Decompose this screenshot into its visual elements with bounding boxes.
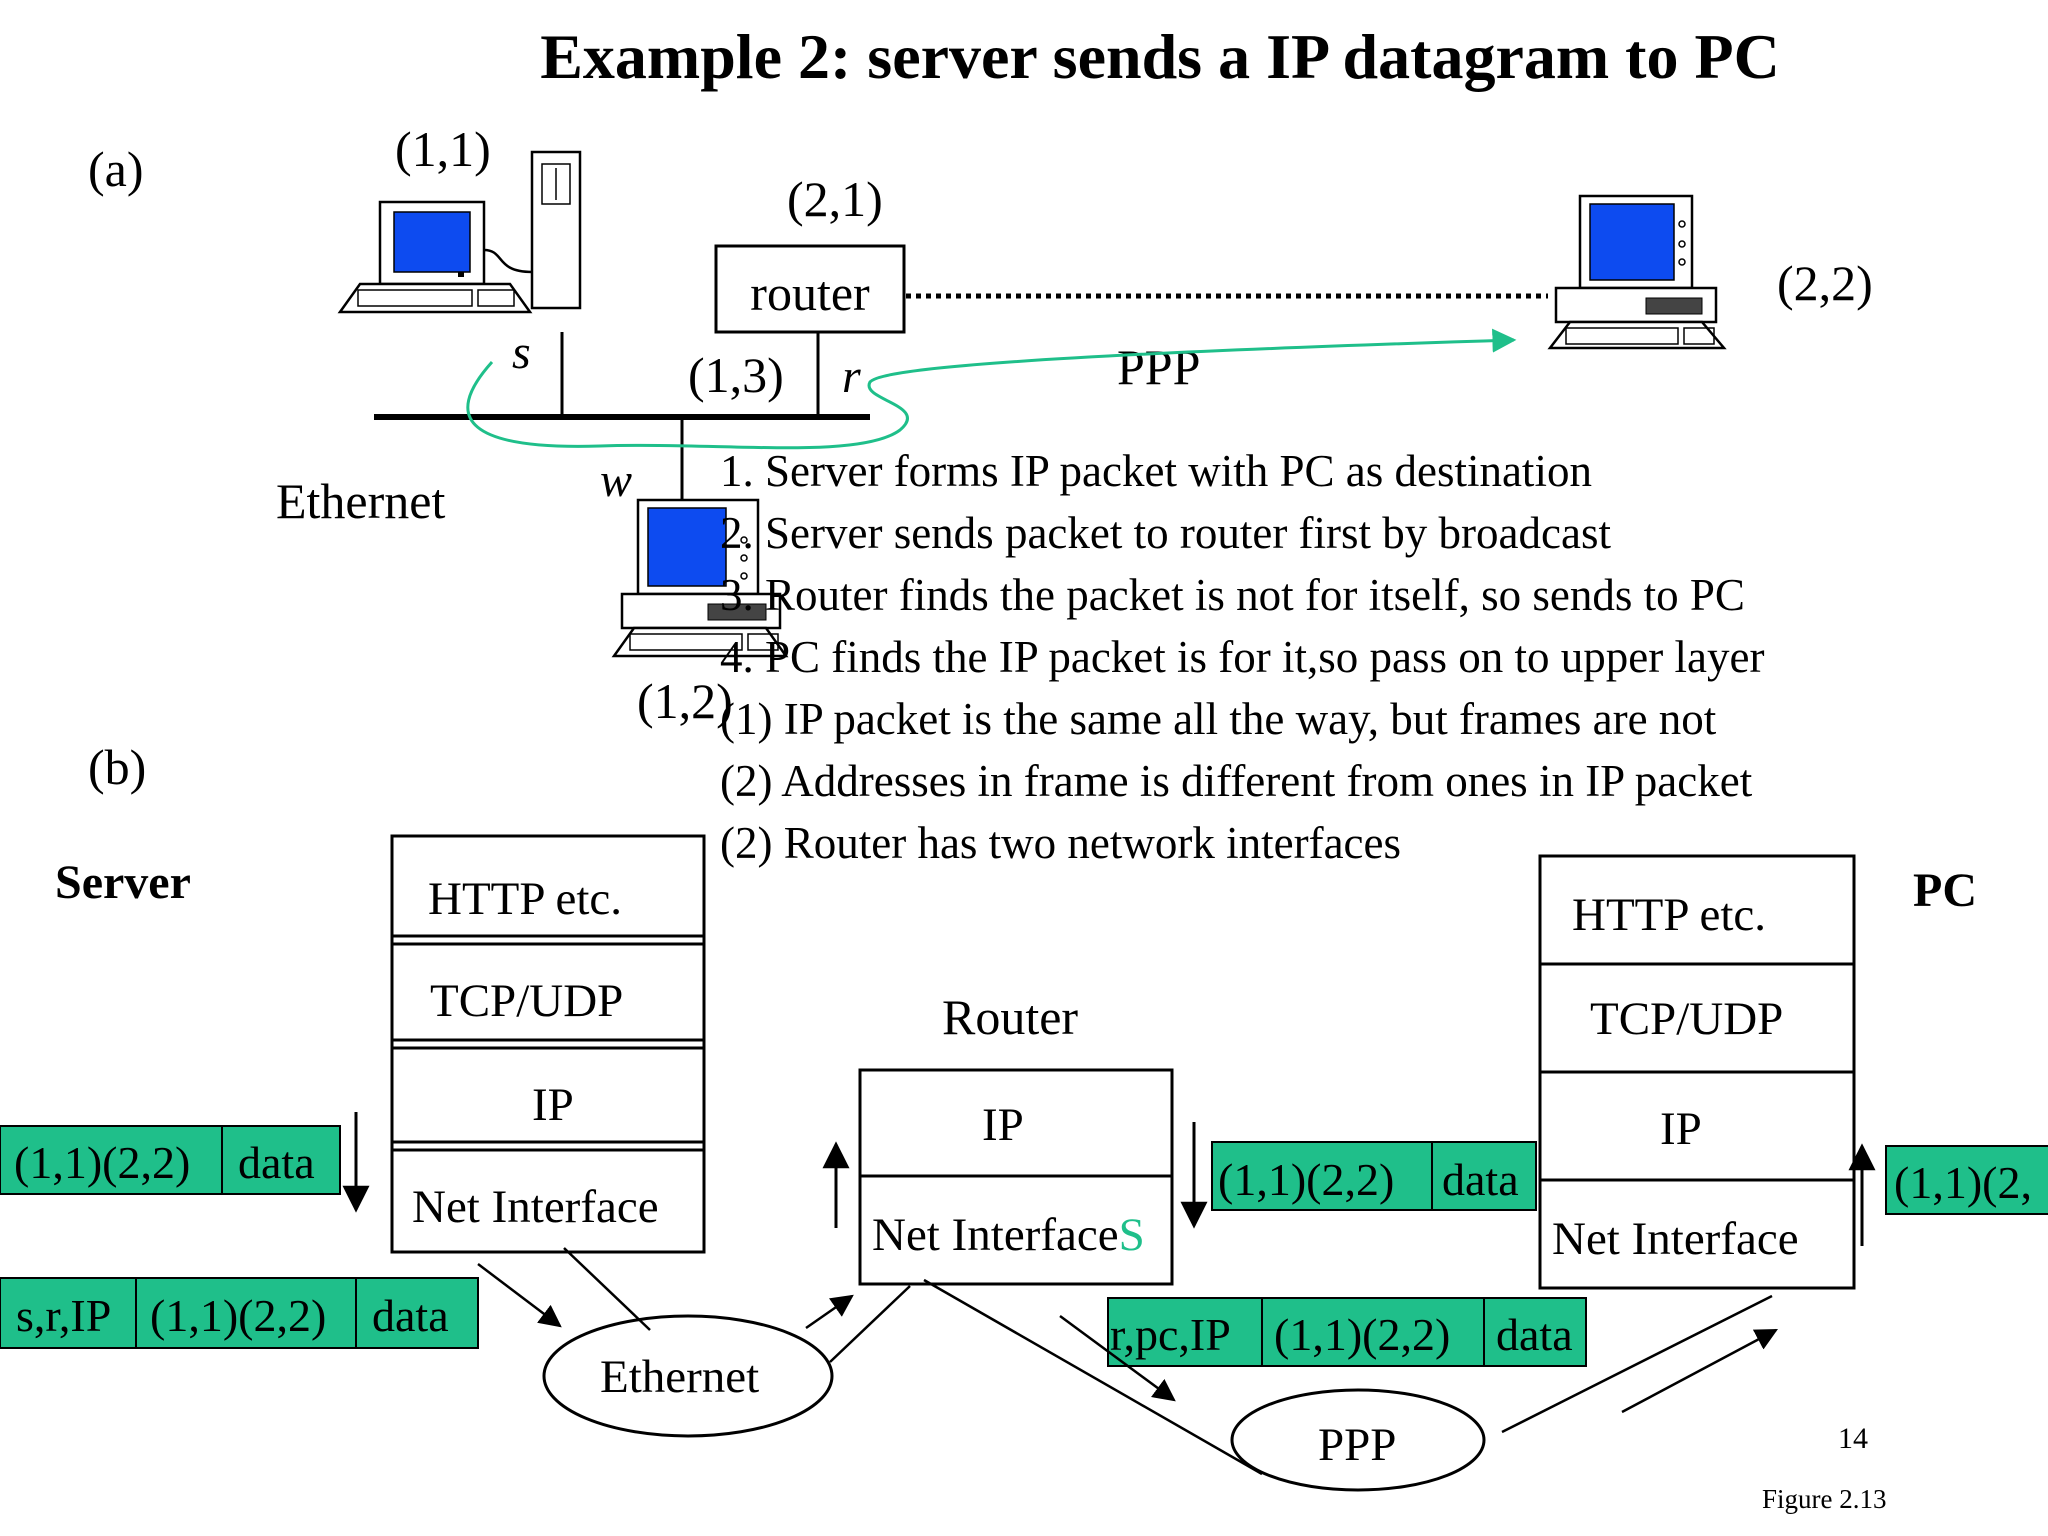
step-line: (2) Addresses in frame is different from… [720, 756, 1753, 806]
pc-ip-packet: (1,1)(2, [1885, 1145, 2048, 1215]
packet-field: r,pc,IP [1110, 1309, 1231, 1360]
router-box [714, 244, 906, 334]
router-label: router [750, 265, 870, 321]
page-number: 14 [1838, 1422, 1868, 1455]
pc-stack-label: PC [1913, 864, 1977, 917]
flow-arrow [477, 1263, 562, 1328]
packet-field: (1,1)(2,2) [150, 1290, 326, 1341]
packet-field: (1,1)(2,2) [14, 1137, 190, 1188]
ppp-oval-label: PPP [1318, 1419, 1396, 1471]
router-stack-label: Router [942, 989, 1078, 1045]
ethernet-label: Ethernet [276, 473, 445, 529]
host-computer-icon [611, 498, 789, 658]
packet-field: data [372, 1290, 449, 1341]
ppp-label: PPP [1117, 339, 1200, 395]
router-to-ppp-line [923, 1278, 1263, 1476]
step-line: 3. Router finds the packet is not for it… [720, 570, 1745, 620]
pc-computer-icon [1547, 194, 1727, 350]
step-line: 4. PC finds the IP packet is for it,so p… [720, 632, 1764, 682]
router-netif-layer: Net InterfaceS [872, 1209, 1145, 1261]
router-ethernet-address-label: (1,3) [688, 347, 784, 403]
step-line: 2. Server sends packet to router first b… [720, 508, 1611, 558]
step-line: 1. Server forms IP packet with PC as des… [720, 446, 1592, 496]
router-ppp-address-label: (2,1) [787, 171, 883, 227]
part-b-label: (b) [88, 739, 146, 795]
steps-list: 1. Server forms IP packet with PC as des… [720, 446, 1764, 868]
packet-field: data [1496, 1309, 1573, 1360]
pc-http-layer: HTTP etc. [1572, 889, 1766, 941]
ppp-oval [1230, 1388, 1486, 1492]
router-protocol-stack: IP Net InterfaceS [858, 1068, 1174, 1286]
pc-ip-layer: IP [1660, 1103, 1702, 1155]
server-stack-label: Server [55, 856, 191, 909]
router-ip-packet: (1,1)(2,2) data [1211, 1141, 1537, 1211]
router-netif-suffix: S [1119, 1209, 1145, 1261]
step-line: (1) IP packet is the same all the way, b… [720, 694, 1717, 744]
server-protocol-stack: HTTP etc. TCP/UDP IP Net Interface [390, 834, 706, 1254]
ethernet-to-router-line [829, 1285, 911, 1363]
server-address-label: (1,1) [395, 121, 491, 177]
packet-field: data [1442, 1154, 1519, 1205]
router-ip-layer: IP [982, 1099, 1024, 1151]
server-to-ethernet-line [563, 1247, 651, 1331]
ppp-to-pc-line [1501, 1294, 1773, 1434]
part-a-label: (a) [88, 141, 144, 197]
packet-field: (1,1)(2,2) [1274, 1309, 1450, 1360]
interface-w-label: w [600, 454, 632, 507]
server-tcpudp-layer: TCP/UDP [430, 975, 623, 1027]
interface-r-label: r [842, 350, 861, 403]
router-netif-text: Net Interface [872, 1209, 1119, 1261]
packet-field: (1,1)(2,2) [1218, 1154, 1394, 1205]
server-ethernet-frame: s,r,IP (1,1)(2,2) data [0, 1277, 479, 1349]
flow-arrow [1059, 1314, 1176, 1402]
server-ip-layer: IP [532, 1079, 574, 1131]
step-line: (2) Router has two network interfaces [720, 818, 1401, 868]
packet-field: data [238, 1137, 315, 1188]
server-http-layer: HTTP etc. [428, 873, 622, 925]
figure-label: Figure 2.13 [1762, 1484, 1887, 1514]
packet-field: s,r,IP [16, 1290, 111, 1341]
server-netif-layer: Net Interface [412, 1181, 659, 1233]
interface-s-label: s [512, 326, 531, 379]
pc-protocol-stack: HTTP etc. TCP/UDP IP Net Interface [1538, 854, 1856, 1290]
flow-arrow [805, 1294, 854, 1330]
router-ppp-frame: r,pc,IP (1,1)(2,2) data [1107, 1297, 1587, 1367]
pc-tcpudp-layer: TCP/UDP [1590, 993, 1783, 1045]
route-curve [466, 328, 1517, 450]
host-address-label: (1,2) [637, 673, 733, 729]
pc-netif-layer: Net Interface [1552, 1213, 1799, 1265]
ethernet-oval [542, 1314, 834, 1438]
flow-arrow [1621, 1328, 1778, 1414]
server-ip-packet: (1,1)(2,2) data [0, 1125, 341, 1195]
server-computer-icon [337, 150, 582, 314]
packet-field: (1,1)(2, [1894, 1157, 2032, 1208]
pc-address-label: (2,2) [1777, 255, 1873, 311]
ethernet-oval-label: Ethernet [600, 1351, 759, 1403]
page-title: Example 2: server sends a IP datagram to… [540, 21, 1780, 92]
